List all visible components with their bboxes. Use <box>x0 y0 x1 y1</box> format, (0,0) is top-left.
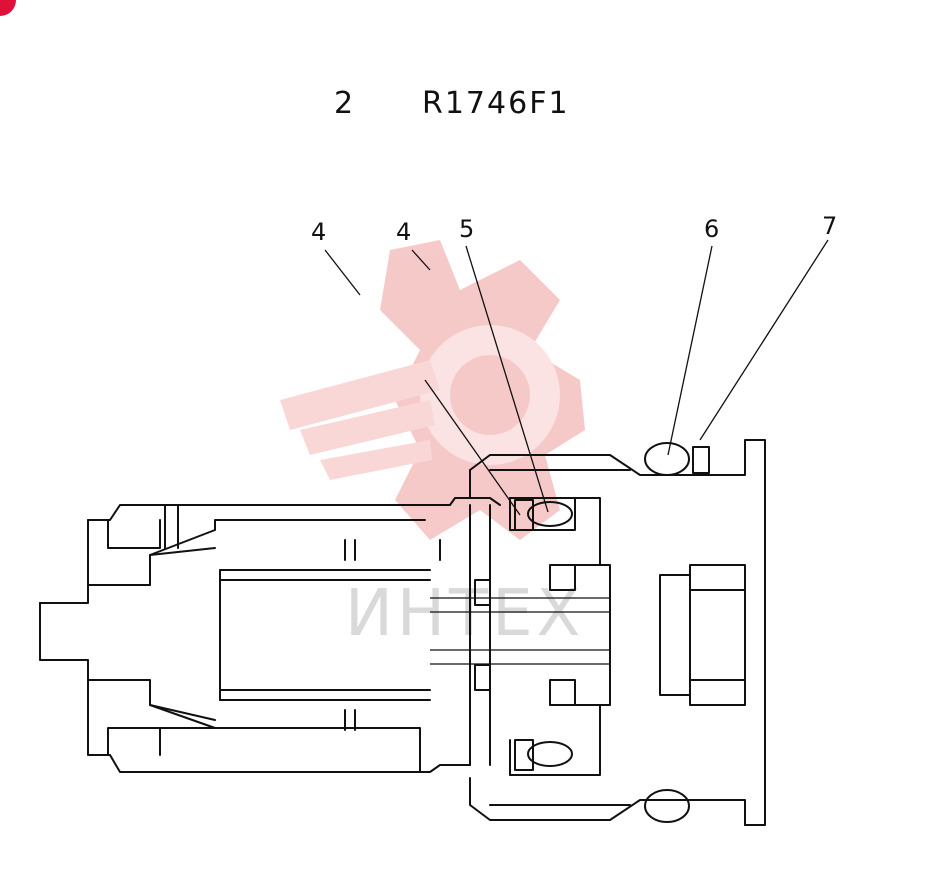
backup-ring-7 <box>692 446 710 474</box>
leader-lines <box>324 239 829 516</box>
callout-6: 6 <box>704 215 719 243</box>
o-ring-lower-outer <box>644 789 690 823</box>
callout-4b: 4 <box>396 218 411 246</box>
o-ring-5 <box>527 501 573 527</box>
figure-number: 2 <box>334 86 356 121</box>
red-circle-icon <box>0 0 16 16</box>
backup-ring-lower <box>514 739 534 771</box>
seals <box>514 442 710 823</box>
callout-7: 7 <box>822 212 837 240</box>
shaft-assembly <box>39 439 766 826</box>
watermark-text: ИНТЕХ <box>345 577 584 651</box>
backup-ring-4 <box>514 499 534 531</box>
o-ring-lower <box>527 741 573 767</box>
callout-5: 5 <box>459 215 474 243</box>
gear-logo-icon <box>280 240 585 540</box>
o-ring-6 <box>644 442 690 476</box>
figure-code: R1746F1 <box>422 86 570 121</box>
callout-4a: 4 <box>311 218 326 246</box>
